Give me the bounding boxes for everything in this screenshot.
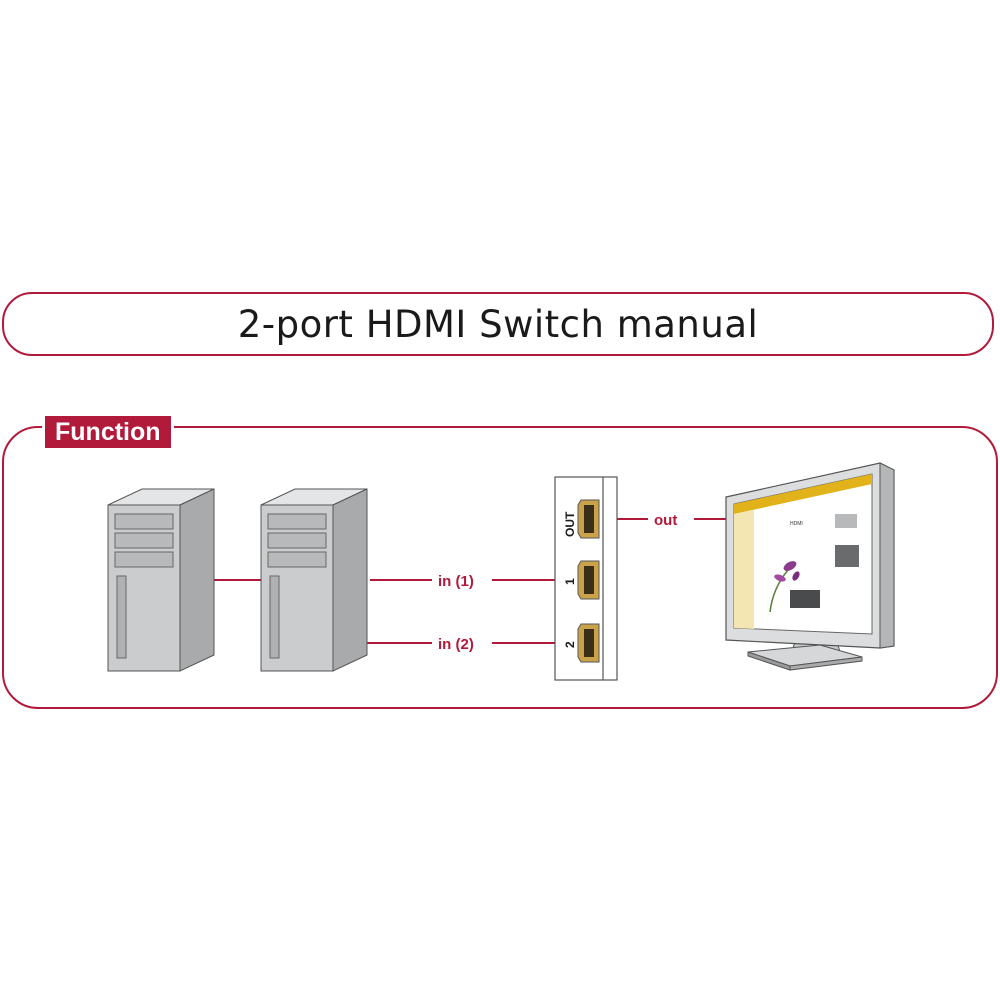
output-label: out xyxy=(654,512,677,529)
port-1-label: 1 xyxy=(563,578,577,585)
monitor-icon: HDMI xyxy=(725,462,895,671)
page-title: 2-port HDMI Switch manual xyxy=(237,302,759,346)
pc-tower-icon xyxy=(107,488,215,672)
flower-image xyxy=(769,561,800,613)
title-box: 2-port HDMI Switch manual xyxy=(2,292,994,356)
pc-tower-icon xyxy=(260,488,368,672)
hdmi-switch-icon: OUT 1 2 xyxy=(554,476,618,681)
screen-product-image xyxy=(835,545,859,567)
hdmi-port-2 xyxy=(577,623,600,663)
input-1-label: in (1) xyxy=(438,573,474,590)
port-out-label: OUT xyxy=(563,511,577,537)
screen-product-image xyxy=(835,514,857,528)
screen-text: HDMI xyxy=(790,521,803,527)
input-2-label: in (2) xyxy=(438,636,474,653)
screen-product-image xyxy=(790,590,820,608)
port-2-label: 2 xyxy=(563,641,577,648)
hdmi-port-1 xyxy=(577,560,600,600)
hdmi-port-out xyxy=(577,499,600,539)
function-panel xyxy=(2,426,998,709)
function-section-label: Function xyxy=(42,413,174,451)
